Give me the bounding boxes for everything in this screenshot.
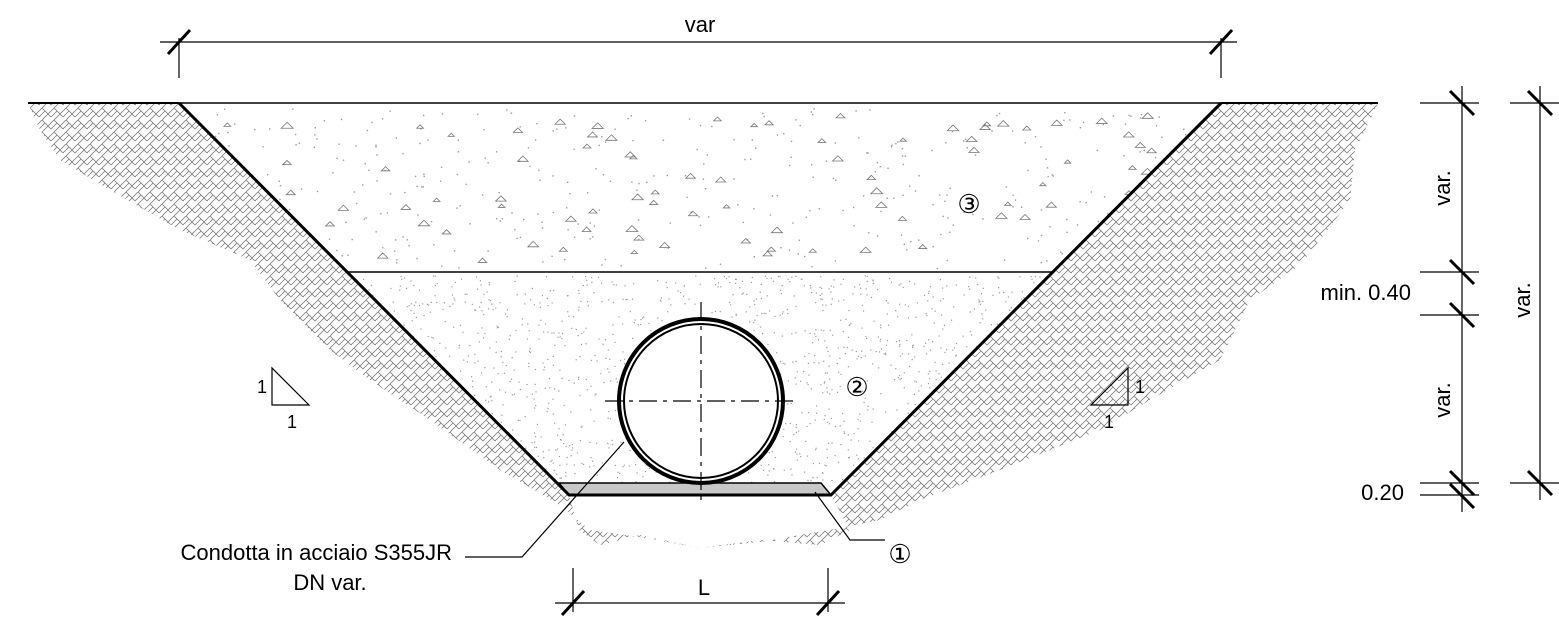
svg-text:var: var — [685, 12, 716, 37]
dim-right-chain: var. min. 0.40 var. 0.20 — [1321, 86, 1479, 512]
svg-text:var.: var. — [1510, 282, 1535, 317]
bedding-layer — [557, 482, 833, 496]
marker-pipe-zone: ② — [845, 372, 868, 402]
svg-text:L: L — [698, 575, 710, 600]
svg-text:Condotta in acciaio S355JR: Condotta in acciaio S355JR — [181, 540, 453, 565]
svg-text:③: ③ — [957, 189, 980, 219]
marker-bedding: ① — [814, 491, 912, 569]
svg-text:1: 1 — [287, 412, 297, 432]
dim-bottom-width: L — [555, 568, 845, 617]
dim-right-total: var. — [1510, 86, 1559, 500]
soil-hatch-left — [28, 103, 1378, 548]
svg-text:var.: var. — [1430, 170, 1455, 205]
slope-right: 1 1 — [1089, 366, 1145, 432]
svg-text:1: 1 — [1135, 377, 1145, 397]
marker-backfill: ③ — [957, 189, 980, 219]
backfill-zone — [179, 103, 1221, 272]
svg-text:min. 0.40: min. 0.40 — [1321, 280, 1412, 305]
svg-text:0.20: 0.20 — [1361, 480, 1404, 505]
svg-text:var.: var. — [1430, 382, 1455, 417]
svg-text:②: ② — [845, 372, 868, 402]
svg-text:①: ① — [888, 539, 911, 569]
trench-outline — [177, 101, 1223, 497]
svg-text:DN var.: DN var. — [293, 570, 366, 595]
dim-top-width: var — [160, 12, 1237, 78]
slope-left: 1 1 — [257, 366, 311, 432]
svg-text:1: 1 — [1104, 412, 1114, 432]
svg-text:1: 1 — [257, 377, 267, 397]
pipe-callout: Condotta in acciaio S355JR DN var. — [181, 441, 625, 595]
steel-pipe — [605, 302, 797, 500]
